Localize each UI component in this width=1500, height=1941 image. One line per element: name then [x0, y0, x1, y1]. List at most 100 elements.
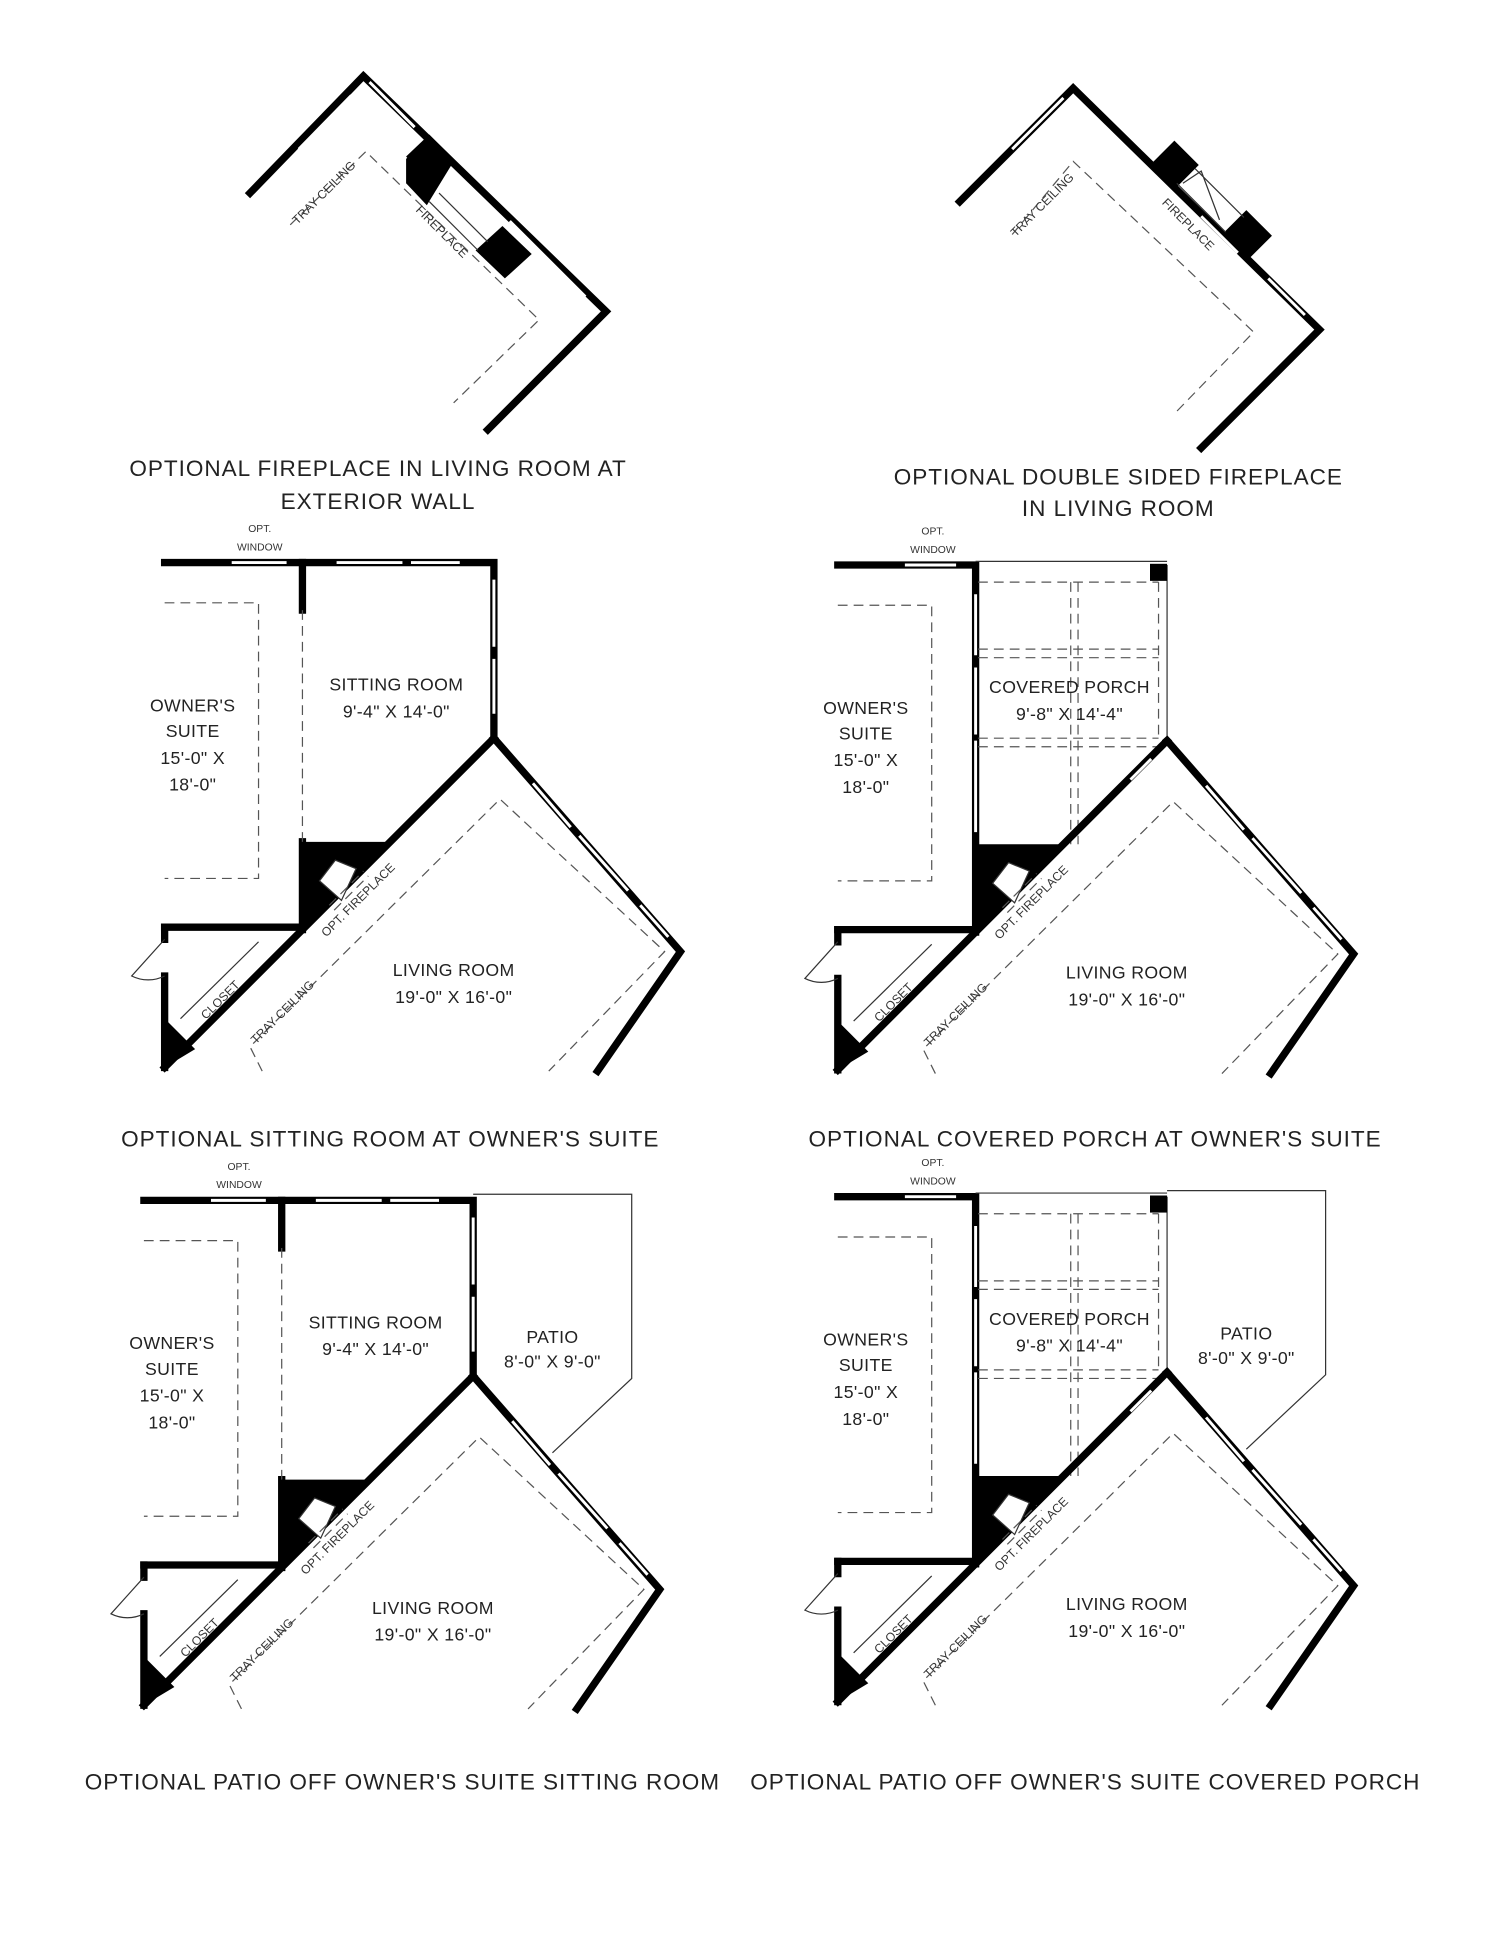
caption: OPTIONAL SITTING ROOM AT OWNER'S SUITE	[121, 1127, 659, 1152]
owners-suite-label: OWNER'S	[823, 698, 908, 718]
window	[1204, 784, 1343, 1029]
porch-post	[1150, 1195, 1168, 1213]
patio-name-label: PATIO	[526, 1327, 578, 1347]
living-room-size-label: 19'-0" X 16'-0"	[374, 1625, 491, 1645]
tray-ceiling-outline	[922, 1432, 1339, 1706]
fireplace-hearth	[308, 1508, 348, 1549]
owners-suite-label: 18'-0"	[148, 1412, 195, 1432]
closet-door	[109, 1576, 145, 1619]
living-room-name-label: LIVING ROOM	[1066, 1594, 1188, 1614]
tray-ceiling-outline	[249, 798, 666, 1072]
owners-suite-label: SUITE	[166, 721, 220, 741]
fireplace-firebox	[991, 1493, 1031, 1536]
opt-window-label: WINDOW	[910, 545, 956, 556]
patio-outline	[1167, 1190, 1327, 1450]
tray-ceiling-outline	[922, 800, 1339, 1074]
tray-ceiling-outline	[1011, 160, 1255, 416]
fireplace-hearth	[1002, 873, 1042, 914]
wall-corner	[837, 1021, 869, 1070]
fireplace-firebox	[297, 1497, 337, 1540]
porch-outline	[975, 560, 1168, 741]
living-room-name-label: LIVING ROOM	[372, 1598, 494, 1618]
caption: IN LIVING ROOM	[1022, 496, 1215, 521]
exterior-wall	[834, 561, 980, 936]
living-room-size-label: 19'-0" X 16'-0"	[395, 987, 512, 1007]
tray-ceiling-outline	[289, 150, 540, 404]
fireplace-chase-right	[1223, 210, 1272, 259]
porch-outline	[975, 1192, 1168, 1373]
fireplace-chase-right	[475, 225, 532, 279]
opt-window-label: OPT.	[921, 527, 944, 538]
room-size-label: 9'-8" X 14'-4"	[1016, 704, 1123, 724]
owners-suite-label: 18'-0"	[842, 777, 889, 797]
owners-suite-label: OWNER'S	[129, 1333, 214, 1353]
window	[1011, 96, 1306, 410]
caption: OPTIONAL FIREPLACE IN LIVING ROOM AT	[129, 456, 626, 481]
tray-ceiling-outline	[228, 1436, 645, 1710]
exterior-wall	[244, 70, 612, 435]
closet-shelf	[180, 941, 259, 1020]
room-name-label: SITTING ROOM	[309, 1312, 443, 1332]
exterior-wall-living	[488, 733, 686, 1077]
owners-suite-ceiling	[164, 602, 260, 880]
living-room-name-label: LIVING ROOM	[393, 960, 515, 980]
exterior-wall-living	[1161, 1367, 1359, 1711]
caption: OPTIONAL DOUBLE SIDED FIREPLACE	[894, 465, 1343, 490]
porch-ceiling-grid	[978, 581, 1160, 845]
closet-shelf	[853, 1575, 933, 1654]
wall-corner	[837, 1652, 869, 1702]
window	[1204, 1416, 1343, 1660]
window	[1129, 1389, 1153, 1413]
closet-door	[803, 1573, 839, 1615]
tray-ceiling-label: TRAY CEILING	[1008, 170, 1077, 239]
window	[511, 1420, 649, 1664]
caption: OPTIONAL PATIO OFF OWNER'S SUITE SITTING…	[85, 1769, 720, 1794]
tray-ceiling-label: TRAY CEILING	[290, 158, 359, 227]
opt-window-label: OPT.	[248, 524, 271, 535]
window	[297, 81, 587, 392]
tray-ceiling-label: TRAY CEILING	[227, 1616, 296, 1685]
opt-window-label: OPT.	[228, 1162, 251, 1173]
owners-suite-ceiling	[837, 1236, 933, 1514]
closet-shelf	[159, 1579, 239, 1657]
room-size-label: 9'-8" X 14'-4"	[1016, 1336, 1123, 1356]
fireplace-hearth	[328, 870, 369, 911]
patio-name-label: PATIO	[1220, 1323, 1272, 1343]
hearth-lines	[428, 192, 489, 251]
room-name-label: COVERED PORCH	[989, 1309, 1150, 1329]
exterior-wall-living	[1161, 735, 1359, 1079]
room-name-label: COVERED PORCH	[989, 677, 1150, 697]
fireplace-hearth	[1002, 1504, 1042, 1545]
owners-suite-label: 15'-0" X	[834, 1382, 899, 1402]
closet-shelf	[853, 943, 933, 1022]
living-room-size-label: 19'-0" X 16'-0"	[1068, 989, 1185, 1009]
room-name-label: SITTING ROOM	[329, 675, 463, 695]
owners-suite-label: 15'-0" X	[160, 748, 225, 768]
caption: OPTIONAL COVERED PORCH AT OWNER'S SUITE	[809, 1127, 1382, 1152]
opt-window-label: WINDOW	[237, 542, 283, 553]
tray-ceiling-label: TRAY CEILING	[921, 980, 990, 1049]
fireplace-chase-left	[1152, 140, 1199, 187]
porch-post	[1150, 563, 1168, 581]
fireplace-chase-left	[406, 136, 454, 206]
opt-window-label: OPT.	[921, 1158, 944, 1169]
patio-outline	[473, 1193, 633, 1454]
owners-suite-label: SUITE	[145, 1359, 199, 1379]
owners-suite-label: SUITE	[839, 1355, 893, 1375]
porch-ceiling-grid	[978, 1213, 1160, 1476]
caption: EXTERIOR WALL	[281, 489, 476, 514]
fireplace-firebox	[318, 859, 357, 902]
closet-door	[803, 941, 839, 983]
opt-window-label: WINDOW	[216, 1180, 262, 1191]
fireplace-label: FIREPLACE	[413, 203, 471, 261]
owners-suite-label: OWNER'S	[823, 1330, 908, 1350]
tray-ceiling-label: TRAY CEILING	[921, 1612, 990, 1681]
room-size-label: 9'-4" X 14'-0"	[343, 701, 450, 721]
living-room-name-label: LIVING ROOM	[1066, 962, 1188, 982]
patio-size-label: 8'-0" X 9'-0"	[1198, 1348, 1295, 1368]
wall-corner	[164, 1018, 196, 1068]
